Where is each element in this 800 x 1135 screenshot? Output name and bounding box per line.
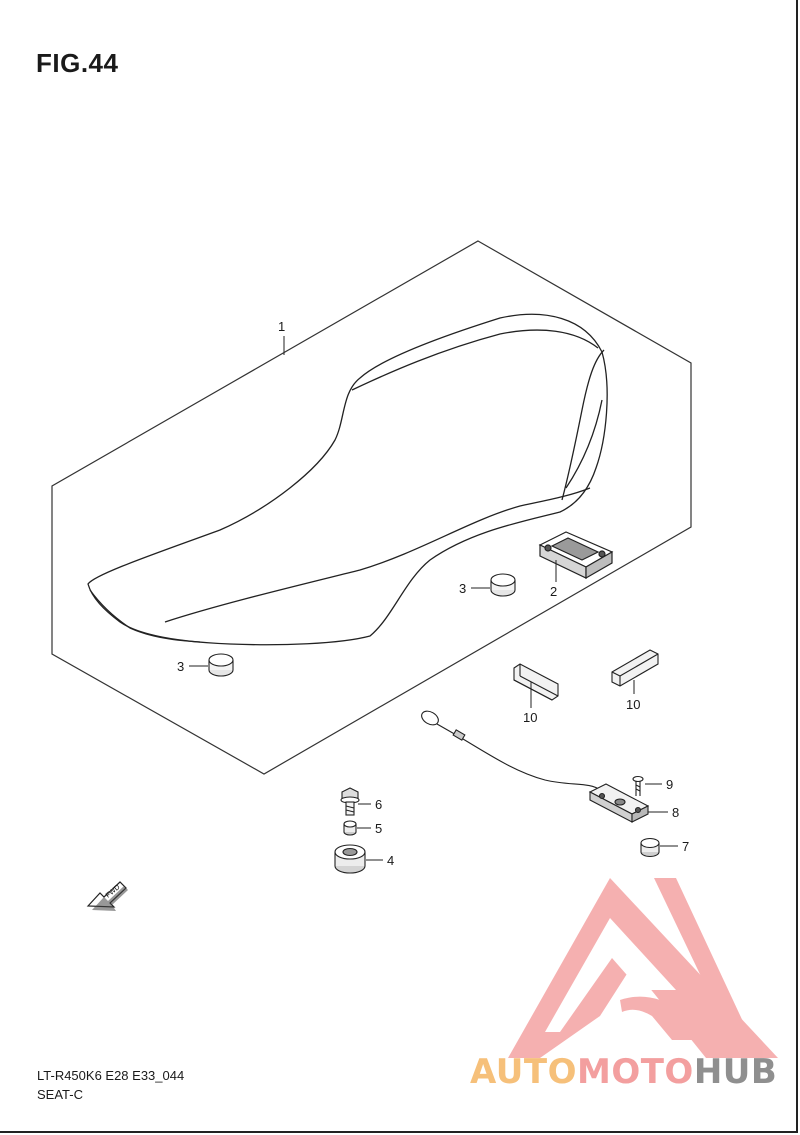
collar [334, 844, 366, 874]
bolt [340, 787, 360, 816]
diagram-name: SEAT-C [37, 1087, 83, 1102]
callout-10-right: 10 [626, 697, 640, 712]
brand-moto: MOTO [576, 1052, 694, 1092]
bracket [538, 531, 614, 580]
brand-hub: HUB [693, 1052, 778, 1092]
callout-6: 6 [375, 797, 382, 812]
grommet [640, 837, 660, 858]
watermark-logo [508, 878, 778, 1058]
cushion-left [208, 653, 234, 677]
seat-cable [421, 710, 601, 791]
screw [632, 775, 644, 796]
seat [87, 313, 608, 646]
diagram-code: LT-R450K6 E28 E33_044 [37, 1068, 185, 1083]
fwd-arrow-icon: FWD [86, 881, 128, 911]
callout-5: 5 [375, 821, 382, 836]
callout-7: 7 [682, 839, 689, 854]
cushion-right [490, 573, 516, 597]
callout-9: 9 [666, 777, 673, 792]
callout-1: 1 [278, 319, 285, 334]
callout-2: 2 [550, 584, 557, 599]
band-right [611, 649, 659, 687]
leader-lines [189, 336, 678, 861]
callout-8: 8 [672, 805, 679, 820]
callout-10-left: 10 [523, 710, 537, 725]
lock-plate [588, 783, 650, 823]
callout-4: 4 [387, 853, 394, 868]
watermark-brand: AUTOMOTOHUB [470, 1052, 777, 1092]
assembly-outline [51, 240, 692, 775]
callout-3-left: 3 [177, 659, 184, 674]
spacer [343, 820, 357, 836]
brand-auto: AUTO [470, 1052, 577, 1092]
figure-title: FIG.44 [36, 48, 119, 78]
callout-3-right: 3 [459, 581, 466, 596]
band-left [513, 663, 559, 701]
